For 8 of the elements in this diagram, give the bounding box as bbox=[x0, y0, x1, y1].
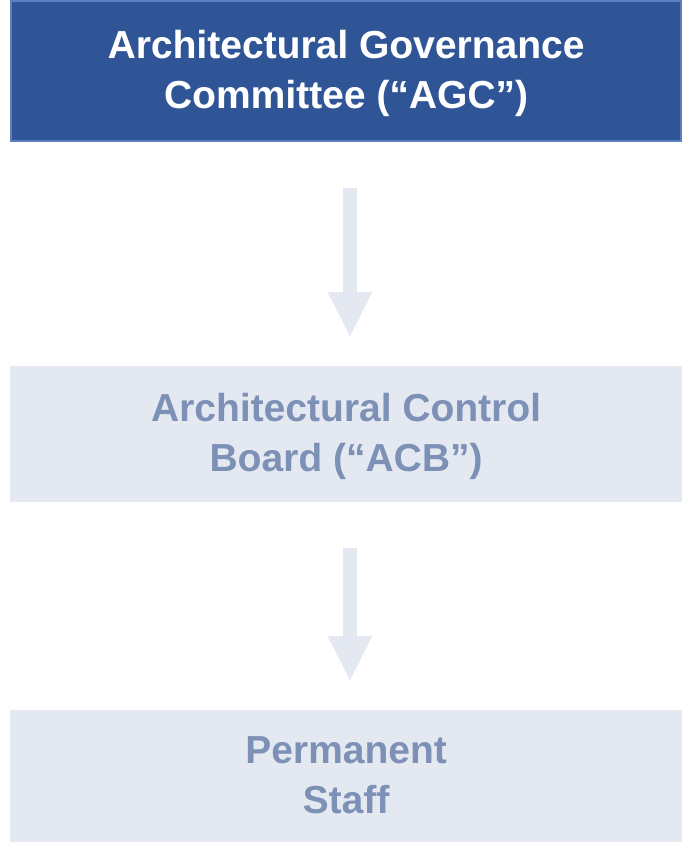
box-label: Architectural Governance Committee (“AGC”) bbox=[106, 23, 586, 119]
process-box bbox=[10, 710, 682, 842]
process-box bbox=[10, 0, 682, 142]
box-label: Permanent Staff bbox=[244, 728, 448, 824]
arrow bbox=[328, 188, 372, 337]
process-box bbox=[10, 366, 682, 502]
box-label: Architectural Control Board (“ACB”) bbox=[150, 386, 542, 482]
arrow bbox=[328, 548, 372, 681]
